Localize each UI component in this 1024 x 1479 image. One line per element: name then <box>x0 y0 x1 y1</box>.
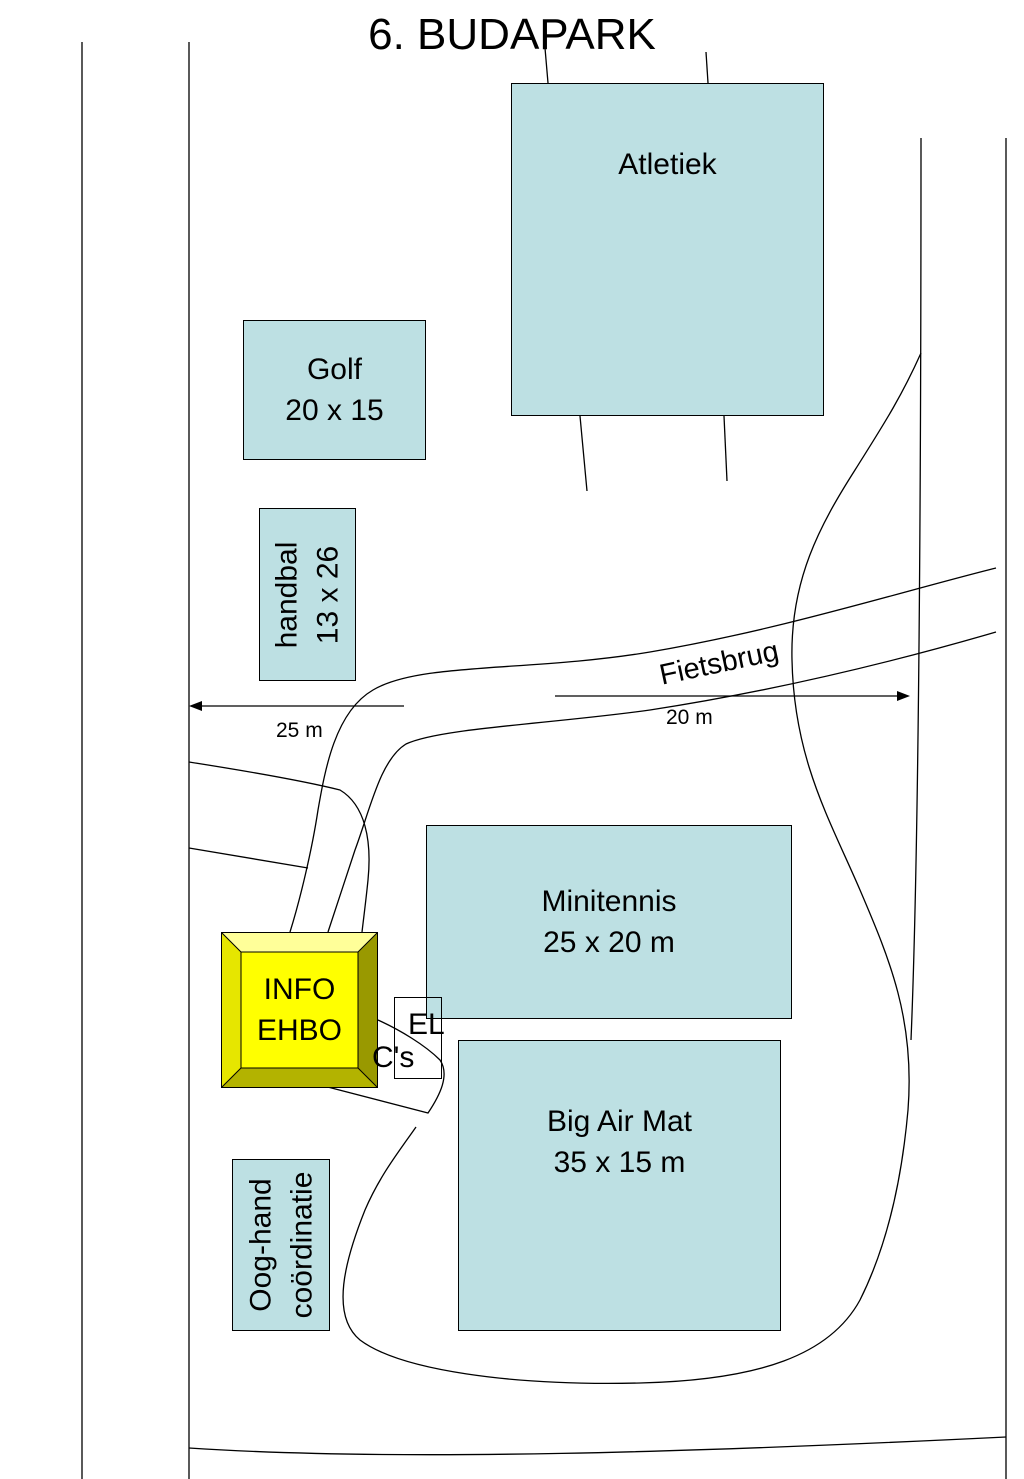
zone-handbal-label: handbal 13 x 26 <box>270 541 345 648</box>
path-top-left <box>544 47 549 84</box>
zone-minitennis: Minitennis 25 x 20 m <box>426 825 792 1019</box>
path-west-lower <box>188 847 309 869</box>
info-ehbo-bevel <box>221 932 378 1088</box>
zone-handbal: handbal 13 x 26 <box>259 508 356 681</box>
path-top-right <box>705 51 709 84</box>
path-west-upper <box>188 761 370 933</box>
arrow-20m-head <box>897 691 910 701</box>
zone-golf: Golf 20 x 15 <box>243 320 426 460</box>
zone-minitennis-label: Minitennis 25 x 20 m <box>541 885 677 959</box>
zone-atletiek-label: Atletiek <box>618 148 717 181</box>
bridge-upper-line <box>289 567 997 933</box>
info-ehbo-post: INFO EHBO <box>221 932 378 1088</box>
distance-25m-label: 25 m <box>276 719 323 742</box>
wc-label-line1: EL <box>408 1008 445 1041</box>
wc-label-line2: C's <box>372 1041 415 1074</box>
zone-big-air-mat-label: Big Air Mat 35 x 15 m <box>546 1104 693 1179</box>
zone-oog-hand-label: Oog-hand coördinatie <box>244 1171 319 1319</box>
arrow-25m-head <box>189 701 202 711</box>
zone-golf-label: Golf 20 x 15 <box>285 353 384 427</box>
zone-oog-hand: Oog-hand coördinatie <box>232 1159 330 1331</box>
info-ehbo-label: INFO EHBO <box>256 973 343 1047</box>
bridge-lower-line <box>327 631 997 933</box>
path-loop <box>342 352 922 1384</box>
path-under-right <box>723 415 728 482</box>
road-right-edge-inner <box>910 137 922 1041</box>
path-info-wc <box>319 1019 445 1114</box>
map-title: 6. BUDAPARK <box>368 10 656 59</box>
wc-box <box>394 997 442 1079</box>
road-bottom-edge <box>188 1436 1007 1456</box>
zone-big-air-mat: Big Air Mat 35 x 15 m <box>458 1040 781 1331</box>
zone-atletiek: Atletiek <box>511 83 824 416</box>
path-under-left <box>579 415 588 492</box>
distance-20m-label: 20 m <box>666 706 713 729</box>
